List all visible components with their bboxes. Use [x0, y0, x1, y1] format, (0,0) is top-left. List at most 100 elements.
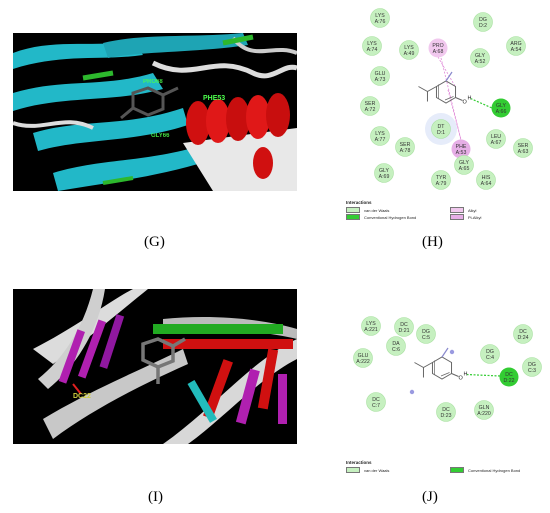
residue-label: SER	[518, 143, 529, 149]
residue-label: D:22	[504, 378, 515, 384]
residue-label: LEU	[491, 134, 501, 140]
residue-label: DG	[486, 349, 494, 355]
residue-label: DC	[372, 397, 380, 403]
label-gly66: GLY66	[151, 133, 170, 139]
legend-label-hbond: Conventional Hydrogen Bond	[468, 467, 521, 473]
residue-label: A:222	[356, 359, 370, 365]
residue-disc	[370, 66, 390, 86]
residue-label: A:65	[459, 166, 470, 172]
residue-label: DA	[392, 341, 400, 347]
residue-label: LYS	[366, 321, 376, 327]
residue-disc	[428, 38, 448, 58]
panel-letter-i: (I)	[148, 489, 163, 505]
residue-label: PRO	[432, 43, 443, 49]
j-residue-dg-c-3: DGC:3	[522, 357, 542, 377]
residue-disc	[499, 367, 519, 387]
label-phe53: PHE53	[203, 95, 226, 102]
j-residue-dc-d-24: DCD:24	[513, 324, 533, 344]
residue-label: D:2	[479, 23, 487, 29]
residue-label: A:79	[436, 181, 447, 187]
residue-disc	[370, 8, 390, 28]
benzene-ring	[431, 356, 453, 380]
residue-disc	[476, 170, 496, 190]
residue-disc	[513, 138, 533, 158]
residue-label: C:7	[372, 403, 380, 409]
residue-disc	[454, 155, 474, 175]
residue-label: GLY	[459, 160, 470, 166]
panel-j-legend: Interactions van der Waals Conventional …	[346, 460, 546, 480]
residue-label: HIS	[482, 175, 491, 181]
residue-label: A:73	[375, 77, 386, 83]
residue-label: C:4	[486, 355, 494, 361]
residue-disc	[353, 348, 373, 368]
legend-item-vdw: van der Waals	[346, 467, 389, 473]
label-pro68: PRO68	[143, 79, 163, 85]
j-residue-dc-d-22: DCD:22	[499, 367, 519, 387]
h-residue-dt-d-1: DTD:1	[431, 119, 451, 139]
residue-label: LYS	[367, 41, 377, 47]
residue-label: A:78	[400, 148, 411, 154]
residue-label: DG	[479, 17, 487, 23]
residue-label: D:21	[399, 328, 410, 334]
residue-disc	[506, 36, 526, 56]
residue-label: A:69	[379, 174, 390, 180]
residue-disc	[451, 139, 471, 159]
legend-swatch-vdw	[346, 207, 360, 213]
residue-label: PHE	[456, 144, 467, 150]
residue-label: A:72	[365, 107, 376, 113]
legend-item-hbond: Conventional Hydrogen Bond	[450, 467, 520, 473]
legend-title: Interactions	[346, 200, 372, 205]
residue-label: C:5	[422, 335, 430, 341]
residue-disc	[395, 137, 415, 157]
residue-disc	[436, 402, 456, 422]
residue-disc	[416, 324, 436, 344]
legend-swatch-hbond	[450, 467, 464, 473]
panel-g-render: PHE53 PRO68 GLY66	[13, 33, 297, 191]
legend-swatch-pialkyl	[450, 214, 464, 220]
hbond-line	[466, 373, 501, 377]
j-residue-dc-d-21: DCD:21	[394, 317, 414, 337]
h-residue-dg-d-2: DGD:2	[473, 12, 493, 32]
residue-disc	[386, 336, 406, 356]
residue-label: DC	[442, 407, 450, 413]
residue-label: TYR	[436, 175, 447, 181]
residue-label: A:220	[477, 411, 491, 417]
legend-swatch-alkyl	[450, 207, 464, 213]
legend-label-alkyl: Alkyl	[468, 207, 477, 213]
residue-label: A:67	[491, 140, 502, 146]
residue-label: D:24	[518, 335, 529, 341]
residue-disc	[394, 317, 414, 337]
h-ligand-structure: OH	[418, 71, 472, 106]
residue-label: A:53	[456, 150, 467, 156]
residue-disc	[399, 40, 419, 60]
panel-letter-g: (G)	[144, 234, 165, 250]
atom-marker	[409, 389, 415, 395]
residue-label: DG	[528, 362, 536, 368]
pialkyl-line	[440, 57, 462, 141]
residue-disc	[473, 12, 493, 32]
legend-label-vdw: van der Waals	[364, 467, 390, 473]
alkyl-line	[437, 56, 456, 87]
j-residue-dg-c-4: DGC:4	[480, 344, 500, 364]
residue-label: D:1	[437, 130, 445, 136]
residue-label: GLN	[479, 405, 490, 411]
residue-disc	[486, 129, 506, 149]
residue-label: A:76	[375, 19, 386, 25]
j-ligand-structure: OH	[409, 347, 468, 395]
residue-disc	[522, 357, 542, 377]
